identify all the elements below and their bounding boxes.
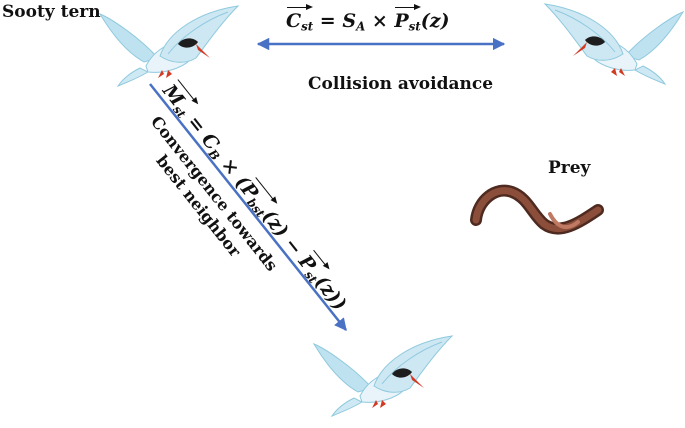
collision-avoidance-equation: Cst = SA × Pst(z) (286, 3, 450, 34)
sooty-tern-label: Sooty tern (2, 2, 101, 22)
worm-prey-icon (470, 184, 604, 235)
collision-avoidance-label: Collision avoidance (308, 74, 494, 94)
sooty-tern-icon (313, 335, 453, 417)
sooty-tern-icon (544, 3, 684, 85)
sooty-tern-icon (99, 5, 239, 87)
prey-label: Prey (548, 158, 591, 178)
